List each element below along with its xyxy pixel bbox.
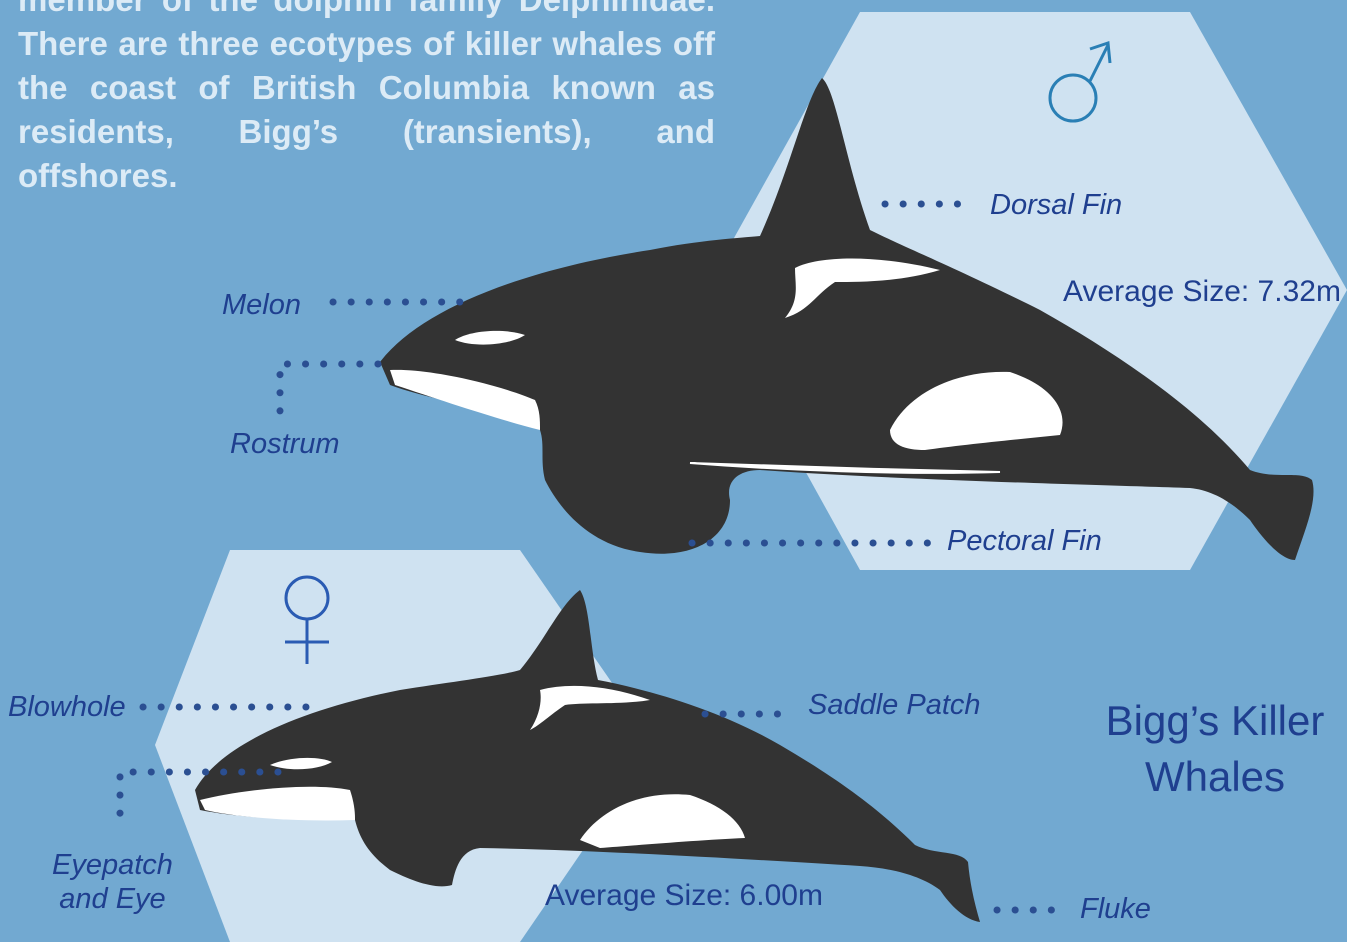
label-blowhole: Blowhole — [8, 690, 126, 724]
label-saddle-patch: Saddle Patch — [808, 688, 981, 722]
label-melon: Melon — [222, 288, 301, 322]
species-title: Bigg’s Killer Whales — [1090, 693, 1340, 805]
male-average-size: Average Size: 7.32m — [1063, 275, 1341, 309]
female-symbol-icon — [275, 570, 340, 668]
label-dorsal-fin: Dorsal Fin — [990, 188, 1122, 222]
label-eyepatch-and-eye: Eyepatch and Eye — [52, 848, 173, 916]
label-pectoral-fin: Pectoral Fin — [947, 524, 1102, 558]
label-fluke: Fluke — [1080, 892, 1151, 926]
label-rostrum: Rostrum — [230, 427, 340, 461]
male-symbol-icon — [1040, 35, 1130, 130]
female-average-size: Average Size: 6.00m — [545, 879, 823, 913]
